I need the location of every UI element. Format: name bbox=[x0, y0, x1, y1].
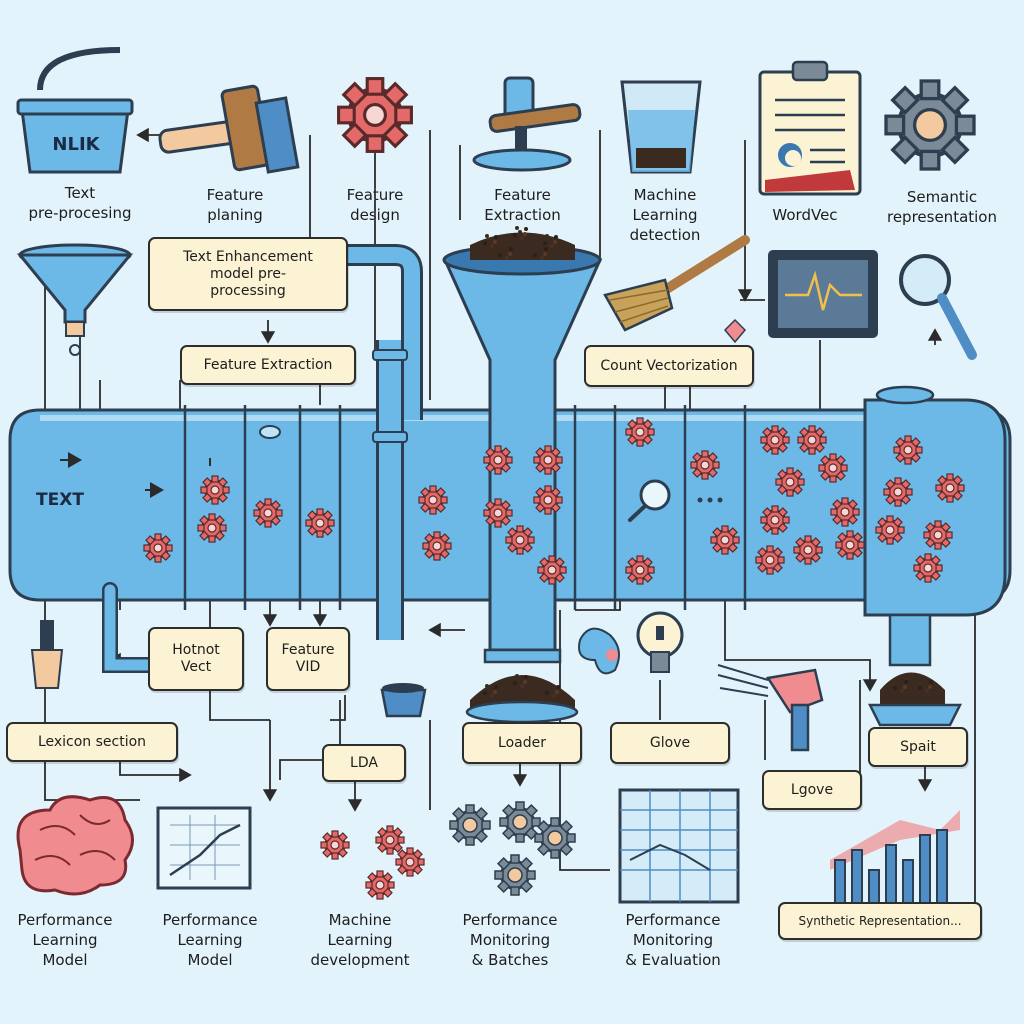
spreadsheet-icon bbox=[618, 788, 740, 904]
funnel-icon bbox=[16, 243, 134, 356]
label-text-preprocessing: Text pre-procesing bbox=[28, 184, 132, 222]
label-performance-learning-model-1: Performance Learning Model bbox=[17, 911, 113, 969]
box-feature-vid: Feature VID bbox=[266, 627, 350, 691]
blob-icon bbox=[578, 627, 620, 675]
bulb-icon bbox=[636, 611, 684, 673]
central-funnel bbox=[442, 226, 603, 724]
cup-icon bbox=[380, 683, 427, 718]
gears-icon bbox=[320, 825, 425, 900]
label-performance-monitoring-evaluation: Performance Monitoring & Evaluation bbox=[625, 911, 721, 969]
label-feature-extraction: Feature Extraction bbox=[484, 186, 561, 224]
label-wordvec: WordVec bbox=[772, 206, 838, 224]
hairdryer-icon bbox=[717, 664, 824, 752]
box-lgove: Lgove bbox=[762, 770, 862, 810]
nlik-label: NLIK bbox=[52, 134, 100, 155]
bar-chart-icon bbox=[830, 810, 960, 906]
label-performance-learning-model-2: Performance Learning Model bbox=[162, 911, 258, 969]
box-count-vectorization: Count Vectorization bbox=[584, 345, 754, 387]
box-text-enhancement: Text Enhancement model pre- processing bbox=[148, 237, 348, 311]
label-feature-planning: Feature planing bbox=[206, 186, 264, 224]
output-funnel bbox=[867, 613, 963, 727]
broom-icon bbox=[603, 235, 750, 332]
monitor-icon bbox=[768, 250, 878, 338]
glass-icon bbox=[620, 80, 702, 174]
box-lexicon-section: Lexicon section bbox=[6, 722, 178, 762]
chart-icon bbox=[156, 806, 252, 890]
box-lda: LDA bbox=[322, 744, 406, 782]
input-text-label: TEXT bbox=[36, 490, 84, 510]
label-machine-learning-development: Machine Learning development bbox=[310, 911, 410, 969]
small-broom-icon bbox=[30, 620, 64, 689]
press-icon bbox=[472, 76, 582, 172]
gear-icon bbox=[336, 76, 414, 154]
brush-icon bbox=[158, 84, 300, 174]
label-performance-monitoring-batches: Performance Monitoring & Batches bbox=[462, 911, 558, 969]
box-hotnot-vect: Hotnot Vect bbox=[148, 627, 244, 691]
box-feature-extraction: Feature Extraction bbox=[180, 345, 356, 385]
label-machine-learning: Machine Learning detection bbox=[629, 186, 701, 244]
box-loader: Loader bbox=[462, 722, 582, 764]
bent-pipe bbox=[345, 244, 423, 640]
heart-icon bbox=[723, 318, 747, 344]
document-icon bbox=[758, 60, 862, 196]
semantic-gear-icon bbox=[886, 81, 974, 169]
label-semantic-representation: Semantic representation bbox=[886, 188, 997, 226]
pipe-magnifier-icon bbox=[628, 479, 671, 522]
inflow-arrows bbox=[60, 452, 211, 498]
brain-icon bbox=[16, 795, 134, 896]
gears-icon-2 bbox=[449, 801, 576, 896]
box-synthetic-representation: Synthetic Representation... bbox=[778, 902, 982, 940]
label-feature-design: Feature design bbox=[346, 186, 404, 224]
box-spait: Spait bbox=[868, 727, 968, 767]
ellipsis-dots bbox=[697, 497, 723, 503]
magnifier-icon bbox=[899, 254, 977, 360]
basket-icon: NLIK bbox=[16, 47, 134, 174]
box-glove: Glove bbox=[610, 722, 730, 764]
